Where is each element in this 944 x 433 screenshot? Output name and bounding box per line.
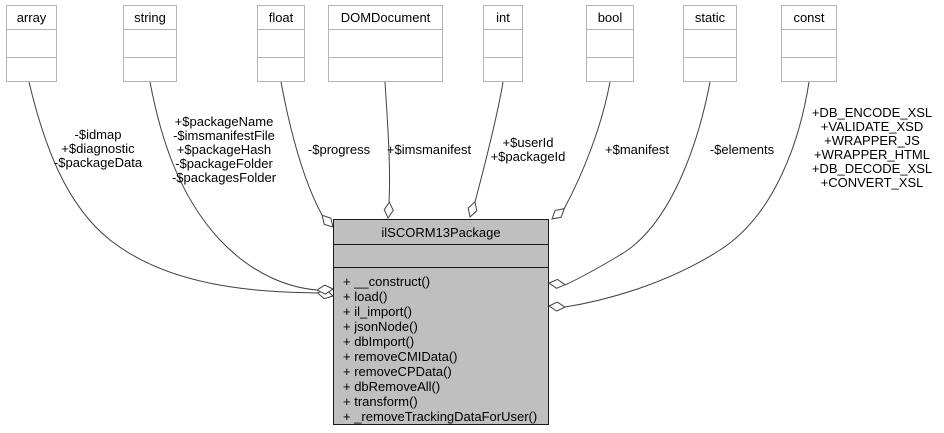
method-item: + il_import() — [343, 304, 412, 319]
type-node-domdocument-ops — [329, 58, 442, 81]
type-node-static-title: static — [684, 6, 736, 30]
method-item: + load() — [343, 289, 388, 304]
type-node-const: const — [781, 5, 837, 82]
type-node-string-ops — [124, 58, 176, 81]
type-node-string: string — [123, 5, 177, 82]
aggregation-diamond-bool — [551, 208, 566, 220]
edge-static — [564, 81, 711, 286]
type-node-float-title: float — [258, 6, 304, 30]
method-item: + transform() — [343, 394, 418, 409]
edge-label-array: -$idmap +$diagnostic -$packageData — [53, 127, 143, 170]
edge-const — [564, 81, 810, 308]
type-node-float-ops — [258, 58, 304, 81]
type-node-static: static — [683, 5, 737, 82]
method-item: + __construct() — [343, 274, 431, 289]
edge-label-static: -$elements — [709, 142, 775, 157]
type-node-static-ops — [684, 58, 736, 81]
type-node-domdocument-title: DOMDocument — [329, 6, 442, 30]
type-node-bool-ops — [587, 58, 633, 81]
class-node-ilscorm13package: ilSCORM13Package + __construct() + load(… — [333, 219, 549, 425]
type-node-bool-title: bool — [587, 6, 633, 30]
method-item: + _removeTrackingDataForUser() — [343, 409, 538, 424]
type-node-array-attrs — [7, 30, 56, 58]
type-node-float: float — [257, 5, 305, 82]
method-item: + removeCMIData() — [343, 349, 458, 364]
class-methods-compartment: + __construct() + load() + il_import() +… — [334, 268, 548, 424]
aggregation-diamond-string — [315, 284, 335, 295]
type-node-string-attrs — [124, 30, 176, 58]
edge-label-string: +$packageName -$imsmanifestFile +$packag… — [171, 114, 277, 185]
method-item: + dbRemoveAll() — [343, 379, 441, 394]
type-node-int-ops — [484, 58, 522, 81]
edge-label-int: +$userId +$packageId — [490, 135, 566, 164]
method-item: + removeCPData() — [343, 364, 452, 379]
type-node-bool-attrs — [587, 30, 633, 58]
aggregation-diamond-int — [467, 200, 478, 218]
edge-string — [149, 81, 318, 291]
type-node-string-title: string — [124, 6, 176, 30]
type-node-array-title: array — [7, 6, 56, 30]
aggregation-diamond-const — [547, 301, 567, 312]
edge-float — [280, 81, 323, 216]
method-item: + jsonNode() — [343, 319, 418, 334]
type-node-float-attrs — [258, 30, 304, 58]
edge-array — [28, 81, 318, 294]
edge-domdocument — [384, 81, 391, 203]
type-node-domdocument-attrs — [329, 30, 442, 58]
type-node-static-attrs — [684, 30, 736, 58]
type-node-array: array — [6, 5, 57, 82]
method-item: + dbImport() — [343, 334, 415, 349]
edge-int — [474, 81, 504, 203]
aggregation-diamond-float — [321, 214, 334, 228]
type-node-int: int — [483, 5, 523, 82]
type-node-int-title: int — [484, 6, 522, 30]
type-node-array-ops — [7, 58, 56, 81]
type-node-domdocument: DOMDocument — [328, 5, 443, 82]
class-attributes-compartment — [334, 245, 548, 268]
type-node-bool: bool — [586, 5, 634, 82]
edge-label-domdocument: +$imsmanifest — [386, 142, 472, 157]
aggregation-diamond-domdocument — [383, 201, 394, 220]
edge-label-bool: +$manifest — [605, 142, 669, 157]
type-node-const-attrs — [782, 30, 836, 58]
class-name: ilSCORM13Package — [334, 220, 548, 245]
aggregation-diamond-static — [547, 278, 566, 289]
type-node-int-attrs — [484, 30, 522, 58]
edge-bool — [563, 81, 611, 210]
edge-label-const: +DB_ENCODE_XSL +VALIDATE_XSD +WRAPPER_JS… — [811, 105, 933, 190]
type-node-const-title: const — [782, 6, 836, 30]
type-node-const-ops — [782, 58, 836, 81]
edge-label-float: -$progress — [307, 142, 371, 157]
